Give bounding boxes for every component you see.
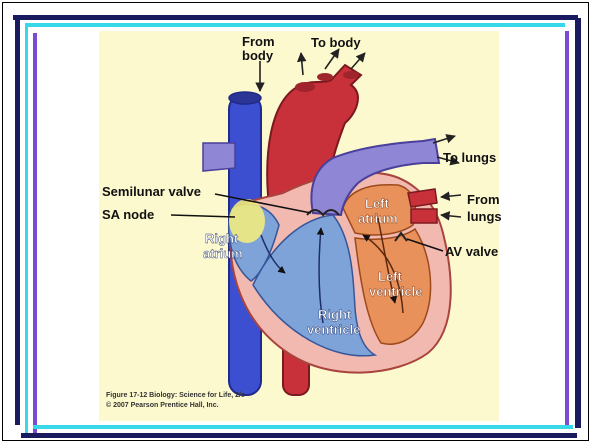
arrow-to-body-3 — [351, 53, 365, 69]
label-av-valve: AV valve — [445, 244, 498, 259]
arrow-from-lungs-1 — [441, 195, 461, 197]
left-pulmonary-vessels — [203, 143, 235, 171]
label-left-atrium-1: Left — [365, 196, 390, 211]
label-from-body-1: From — [242, 34, 275, 49]
vena-cava-opening — [229, 92, 261, 104]
label-right-ventricle-2: ventricle — [307, 322, 360, 337]
pulmonary-vein-upper — [408, 189, 437, 207]
label-from-lungs-2: lungs — [467, 209, 502, 224]
label-from-lungs-1: From — [467, 192, 500, 207]
aorta-branch-1 — [295, 82, 315, 92]
label-to-lungs: To lungs — [443, 150, 496, 165]
caption-line1: Figure 17-12 Biology: Science for Life, … — [106, 392, 245, 399]
label-left-atrium-2: atrium — [358, 211, 398, 226]
leader-sa-node — [171, 215, 235, 217]
label-right-atrium-1: Right — [205, 231, 239, 246]
label-semilunar-valve: Semilunar valve — [102, 184, 201, 199]
arrow-to-body-1 — [301, 53, 303, 75]
aorta-branch-3 — [343, 71, 359, 79]
label-sa-node: SA node — [102, 207, 154, 222]
aorta-branch-2 — [317, 73, 333, 81]
pulmonary-vein-lower — [411, 209, 437, 223]
label-from-body-2: body — [242, 48, 274, 63]
arrow-from-lungs-2 — [441, 215, 461, 217]
label-right-ventricle-1: Right — [318, 307, 352, 322]
arrow-to-body-2 — [325, 49, 339, 69]
label-right-atrium-2: atrium — [203, 246, 243, 261]
label-left-ventricle-1: Left — [378, 269, 403, 284]
arrow-to-lungs-1 — [433, 136, 455, 143]
caption-line2: © 2007 Pearson Prentice Hall, Inc. — [106, 401, 219, 409]
heart-diagram: From body To body To lungs From lungs Se… — [3, 3, 590, 442]
label-to-body: To body — [311, 35, 361, 50]
label-left-ventricle-2: ventricle — [369, 284, 422, 299]
